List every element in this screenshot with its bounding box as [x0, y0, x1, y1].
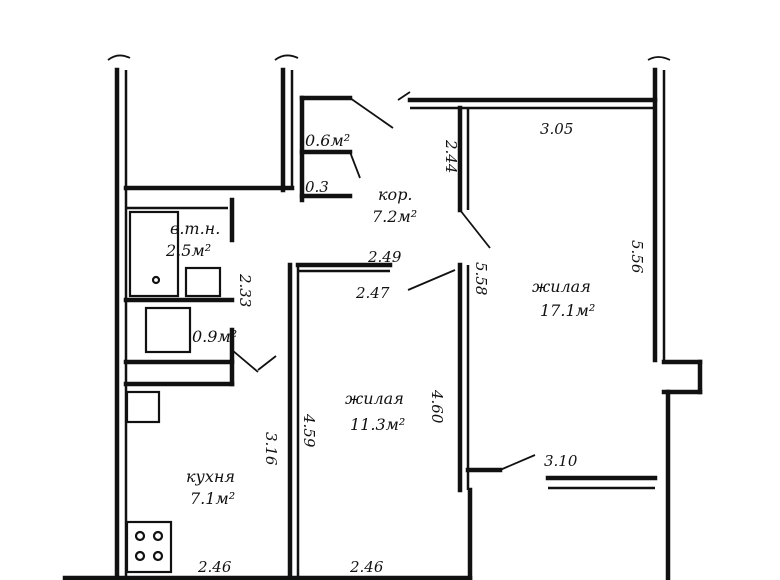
dim-kitchen-length: 3.16 — [262, 432, 280, 466]
storage-area-label: 0.6м² — [305, 131, 350, 150]
dim-bedroom-left: 4.59 — [300, 413, 318, 448]
bath-area-label: 2.5м² — [165, 241, 211, 260]
stove-burner-icon — [134, 550, 146, 562]
bedroom-name-label: жилая — [345, 389, 404, 408]
stove-burner-icon — [152, 530, 164, 542]
room-labels: 0.6м² 0.3 кор. 7.2м² в.т.н. 2.5м² 0.9м² … — [165, 131, 595, 508]
corridor-name-label: кор. — [378, 185, 413, 204]
wall-break-mark — [107, 54, 131, 61]
door-entrance — [397, 91, 411, 101]
bath-drain-icon — [151, 275, 161, 285]
corridor-area-label: 7.2м² — [372, 207, 417, 226]
washbasin-icon — [184, 266, 222, 298]
dim-living-bottom: 3.10 — [544, 452, 578, 470]
dim-bedroom-top: 2.49 — [367, 248, 402, 266]
living-area-label: 17.1м² — [540, 301, 595, 320]
dim-kitchen-width: 2.46 — [197, 558, 232, 576]
toilet-icon — [144, 306, 192, 354]
stove-burner-icon — [134, 530, 146, 542]
dim-corridor-length: 5.58 — [472, 262, 490, 295]
door-bedroom — [407, 269, 456, 291]
bedroom-area-label: 11.3м² — [350, 415, 405, 434]
door-kitchen — [257, 355, 277, 371]
sink-icon — [125, 390, 161, 424]
dim-corridor-short: 2.44 — [442, 139, 460, 173]
door-storage-top — [349, 97, 394, 129]
dim-bedroom-width: 2.46 — [349, 558, 384, 576]
dim-living-length: 5.56 — [628, 240, 646, 274]
kitchen-area-label: 7.1м² — [190, 489, 235, 508]
stove-burner-icon — [152, 550, 164, 562]
stove-icon — [125, 520, 173, 574]
living-name-label: жилая — [532, 277, 591, 296]
wall-break-mark — [647, 56, 671, 61]
kitchen-name-label: кухня — [186, 467, 235, 486]
toilet-area-label: 0.9м² — [192, 327, 237, 346]
walls — [62, 54, 703, 580]
dim-bath-length: 2.33 — [236, 273, 254, 307]
storage-size-label: 0.3 — [305, 178, 329, 196]
dim-bedroom-inner: 2.47 — [355, 284, 390, 302]
door-lower-room — [499, 454, 536, 471]
dimension-labels: 3.05 2.44 5.56 2.49 2.47 5.58 2.33 4.59 … — [197, 120, 646, 576]
bathtub-icon — [128, 210, 180, 298]
fixtures — [125, 210, 222, 574]
door-living — [459, 209, 491, 249]
door-toilet — [231, 349, 259, 373]
bath-name-label: в.т.н. — [170, 219, 220, 238]
wall-break-mark — [274, 54, 299, 61]
doors — [231, 91, 536, 471]
door-storage-mid — [349, 151, 361, 179]
dim-bedroom-right: 4.60 — [428, 389, 446, 424]
dim-living-width: 3.05 — [540, 120, 573, 138]
